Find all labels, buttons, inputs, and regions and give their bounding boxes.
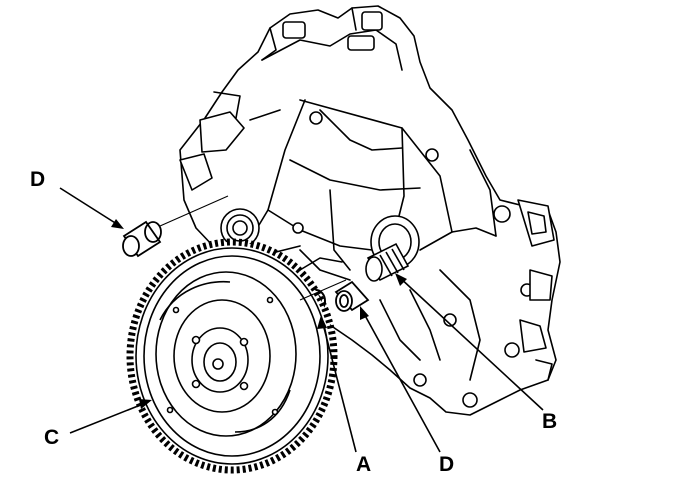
leader-a	[321, 319, 357, 453]
dowel-pin-bottom	[334, 280, 370, 312]
leader-d-left	[59, 187, 121, 227]
callout-a: A	[356, 453, 371, 476]
input-shaft-spline	[365, 242, 410, 282]
flywheel	[126, 238, 338, 474]
callout-d-left: D	[30, 168, 45, 191]
arrowhead-d-bottom	[360, 306, 369, 320]
arrowhead-c	[139, 399, 152, 409]
leader-lines	[59, 187, 544, 453]
leader-b	[397, 275, 544, 411]
callout-c: C	[44, 426, 59, 449]
dowel-pin-left	[122, 220, 162, 258]
arrowhead-d-left	[111, 219, 124, 229]
callout-d-bottom: D	[439, 453, 454, 476]
leader-c	[69, 401, 149, 434]
arrowhead-b	[395, 273, 407, 286]
arrowheads	[111, 219, 407, 409]
arrowhead-a	[317, 315, 327, 329]
callout-b: B	[542, 410, 557, 433]
leader-d-bottom	[361, 309, 441, 453]
